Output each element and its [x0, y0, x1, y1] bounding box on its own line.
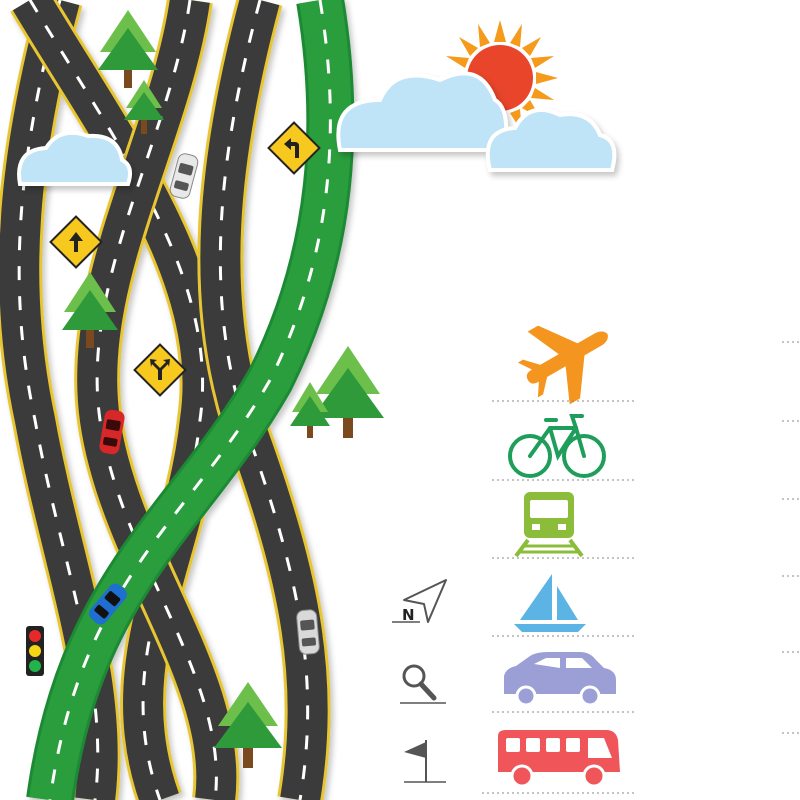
car-white — [169, 153, 199, 199]
road-vehicles — [89, 153, 320, 655]
trees — [62, 10, 384, 768]
road-signs — [49, 121, 321, 397]
navigation-arrow-icon — [392, 579, 447, 623]
road-c — [74, 0, 240, 800]
cloud-icon — [336, 71, 509, 152]
airplane-icon — [517, 325, 608, 405]
road-green — [26, 0, 355, 800]
cloud-icon — [17, 131, 132, 186]
ui-icons — [392, 579, 447, 783]
roads — [0, 0, 355, 800]
tree — [312, 346, 384, 438]
tree — [290, 382, 330, 438]
bicycle-icon — [508, 414, 606, 478]
car-blue — [89, 583, 127, 625]
tree — [98, 10, 158, 88]
fork-sign — [133, 343, 187, 397]
tree — [214, 682, 282, 768]
road-b — [10, 0, 226, 800]
arrow-up-sign — [49, 215, 103, 269]
tree — [62, 272, 118, 348]
cloud-icon — [485, 107, 617, 172]
car-silver — [296, 609, 320, 655]
compass-letter: N — [402, 606, 415, 624]
magnifier-icon — [400, 664, 446, 704]
sailboat-icon — [514, 574, 586, 632]
turn-left-sign — [267, 121, 321, 175]
separators — [482, 341, 800, 794]
traffic-light — [26, 626, 44, 676]
train-icon — [514, 492, 584, 558]
car-icon — [504, 652, 616, 707]
transport-icon-list — [482, 325, 800, 794]
tree — [124, 80, 164, 134]
flag-icon — [404, 740, 446, 783]
car-red — [99, 409, 125, 455]
bus-icon — [498, 730, 620, 788]
